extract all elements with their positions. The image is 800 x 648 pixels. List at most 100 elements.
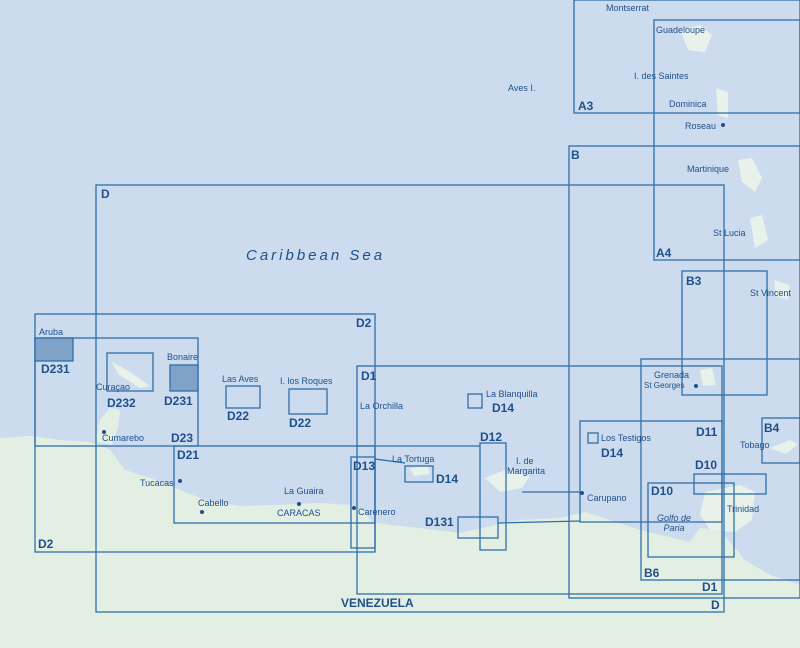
la-tortuga-island bbox=[410, 466, 430, 476]
place-label-tobago: Tobago bbox=[740, 440, 770, 450]
chart-code-D22-aves[interactable]: D22 bbox=[227, 409, 250, 423]
chart-B4-frame[interactable] bbox=[761, 417, 800, 464]
place-label-st-georges: St Georges bbox=[644, 381, 685, 390]
place-label-dominica: Dominica bbox=[669, 99, 707, 109]
chart-D21-frame[interactable] bbox=[173, 445, 376, 524]
chart-D10-frame[interactable] bbox=[647, 482, 735, 558]
chart-B-frame[interactable] bbox=[568, 145, 800, 599]
chart-code-D10b[interactable]: D10 bbox=[695, 458, 718, 472]
place-label-st-lucia: St Lucia bbox=[713, 228, 746, 238]
chart-D14-tortuga-frame[interactable] bbox=[404, 465, 434, 483]
chart-D232-frame[interactable] bbox=[106, 352, 154, 392]
chart-D10b-frame[interactable] bbox=[693, 473, 767, 495]
place-label-los-roques: I. los Roques bbox=[280, 376, 333, 386]
roseau-dot bbox=[721, 123, 725, 127]
chart-code-D1[interactable]: D1 bbox=[361, 369, 377, 383]
chart-code-D131[interactable]: D131 bbox=[425, 515, 454, 529]
place-label-cabello: Cabello bbox=[198, 498, 229, 508]
place-label-gulf-of-paria: Golfo de Paria bbox=[652, 513, 696, 534]
chart-D131-frame[interactable] bbox=[457, 516, 499, 539]
chart-code-D-top[interactable]: D bbox=[101, 187, 110, 201]
chart-code-B6[interactable]: B6 bbox=[644, 566, 660, 580]
martinique-island bbox=[738, 158, 762, 192]
chart-code-B3[interactable]: B3 bbox=[686, 274, 702, 288]
place-label-martinique: Martinique bbox=[687, 164, 730, 174]
chart-code-D10[interactable]: D10 bbox=[651, 484, 674, 498]
chart-D22-roques-frame[interactable] bbox=[288, 388, 328, 415]
chart-code-D-bottom[interactable]: D bbox=[711, 598, 720, 612]
la-guaira-dot bbox=[297, 502, 301, 506]
chart-code-D231-aruba[interactable]: D231 bbox=[41, 362, 70, 376]
gulf-line-1: Golfo de bbox=[656, 513, 692, 523]
chart-code-D22-roques[interactable]: D22 bbox=[289, 416, 312, 430]
mainland-land bbox=[0, 436, 800, 648]
place-label-curacao: Curaçao bbox=[96, 382, 131, 392]
place-label-trinidad: Trinidad bbox=[727, 504, 760, 514]
carupano-dot bbox=[580, 491, 584, 495]
place-label-montserrat: Montserrat bbox=[606, 3, 650, 13]
st-georges-dot bbox=[694, 384, 698, 388]
chart-D231-bonaire-frame[interactable] bbox=[169, 364, 199, 392]
chart-D14-blanquilla-frame[interactable] bbox=[467, 393, 483, 409]
chart-D14-testigos-frame[interactable] bbox=[587, 432, 599, 444]
tucacas-dot bbox=[178, 479, 182, 483]
guadeloupe-island bbox=[680, 25, 712, 52]
chart-A4-frame[interactable] bbox=[653, 19, 800, 261]
chart-code-A3[interactable]: A3 bbox=[578, 99, 594, 113]
chart-D231-aruba-frame[interactable] bbox=[34, 337, 74, 362]
place-label-los-testigos: Los Testigos bbox=[601, 433, 651, 443]
chart-code-A4[interactable]: A4 bbox=[656, 246, 672, 260]
place-label-la-tortuga: La Tortuga bbox=[392, 454, 435, 464]
chart-code-D1-bottom[interactable]: D1 bbox=[702, 580, 718, 594]
place-label-la-guaira: La Guaira bbox=[284, 486, 324, 496]
chart-code-D12[interactable]: D12 bbox=[480, 430, 503, 444]
chart-code-D2-bottom[interactable]: D2 bbox=[38, 537, 54, 551]
chart-code-D14-tortuga[interactable]: D14 bbox=[436, 472, 459, 486]
chart-code-D232[interactable]: D232 bbox=[107, 396, 136, 410]
place-label-caracas: CARACAS bbox=[277, 508, 321, 518]
chart-D11-frame[interactable] bbox=[579, 420, 723, 523]
tobago-island bbox=[770, 440, 798, 454]
chart-code-D14-testigos[interactable]: D14 bbox=[601, 446, 624, 460]
place-label-las-aves: Las Aves bbox=[222, 374, 259, 384]
chart-code-D23[interactable]: D23 bbox=[171, 431, 194, 445]
sea-name-label: Caribbean Sea bbox=[246, 247, 386, 264]
place-label-aruba: Aruba bbox=[39, 327, 64, 337]
chart-code-D14-blanquilla[interactable]: D14 bbox=[492, 401, 515, 415]
place-label-margarita-2: Margarita bbox=[507, 466, 546, 476]
st-lucia-island bbox=[750, 215, 768, 248]
place-label-guadeloupe: Guadeloupe bbox=[656, 25, 706, 35]
margarita-island bbox=[485, 470, 530, 492]
chart-code-D21[interactable]: D21 bbox=[177, 448, 200, 462]
chart-code-D2[interactable]: D2 bbox=[356, 316, 372, 330]
place-label-saintes: I. des Saintes bbox=[634, 71, 689, 81]
chart-code-B[interactable]: B bbox=[571, 148, 580, 162]
chart-code-D11[interactable]: D11 bbox=[696, 425, 718, 439]
chart-D23-frame[interactable] bbox=[34, 337, 199, 447]
chart-D-frame[interactable] bbox=[95, 184, 725, 613]
curacao-island bbox=[112, 362, 150, 388]
chart-B3-frame[interactable] bbox=[681, 270, 768, 396]
cabello-dot bbox=[200, 510, 204, 514]
place-label-tucacas: Tucacas bbox=[140, 478, 174, 488]
carenero-dot bbox=[352, 506, 356, 510]
place-label-bonaire: Bonaire bbox=[167, 352, 199, 362]
chart-A3-frame[interactable] bbox=[573, 0, 800, 114]
chart-code-B4[interactable]: B4 bbox=[764, 421, 780, 435]
dominica-island bbox=[716, 88, 728, 118]
chart-B6-frame[interactable] bbox=[640, 358, 800, 581]
chart-D22-aves-frame[interactable] bbox=[225, 385, 261, 409]
chart-D12-frame[interactable] bbox=[479, 442, 507, 551]
place-label-carenero: Carenero bbox=[358, 507, 396, 517]
grenada-island bbox=[700, 368, 716, 386]
country-name-label: VENEZUELA bbox=[341, 596, 414, 610]
chart-code-D13[interactable]: D13 bbox=[353, 459, 376, 473]
place-label-carupano: Carupano bbox=[587, 493, 627, 503]
trinidad-island bbox=[700, 485, 755, 532]
chart-code-D231-bonaire[interactable]: D231 bbox=[164, 394, 193, 408]
cumarebo-dot bbox=[102, 430, 106, 434]
place-label-roseau: Roseau bbox=[685, 121, 717, 131]
peninsula-land bbox=[95, 408, 120, 445]
place-label-margarita-1: I. de bbox=[516, 456, 534, 466]
